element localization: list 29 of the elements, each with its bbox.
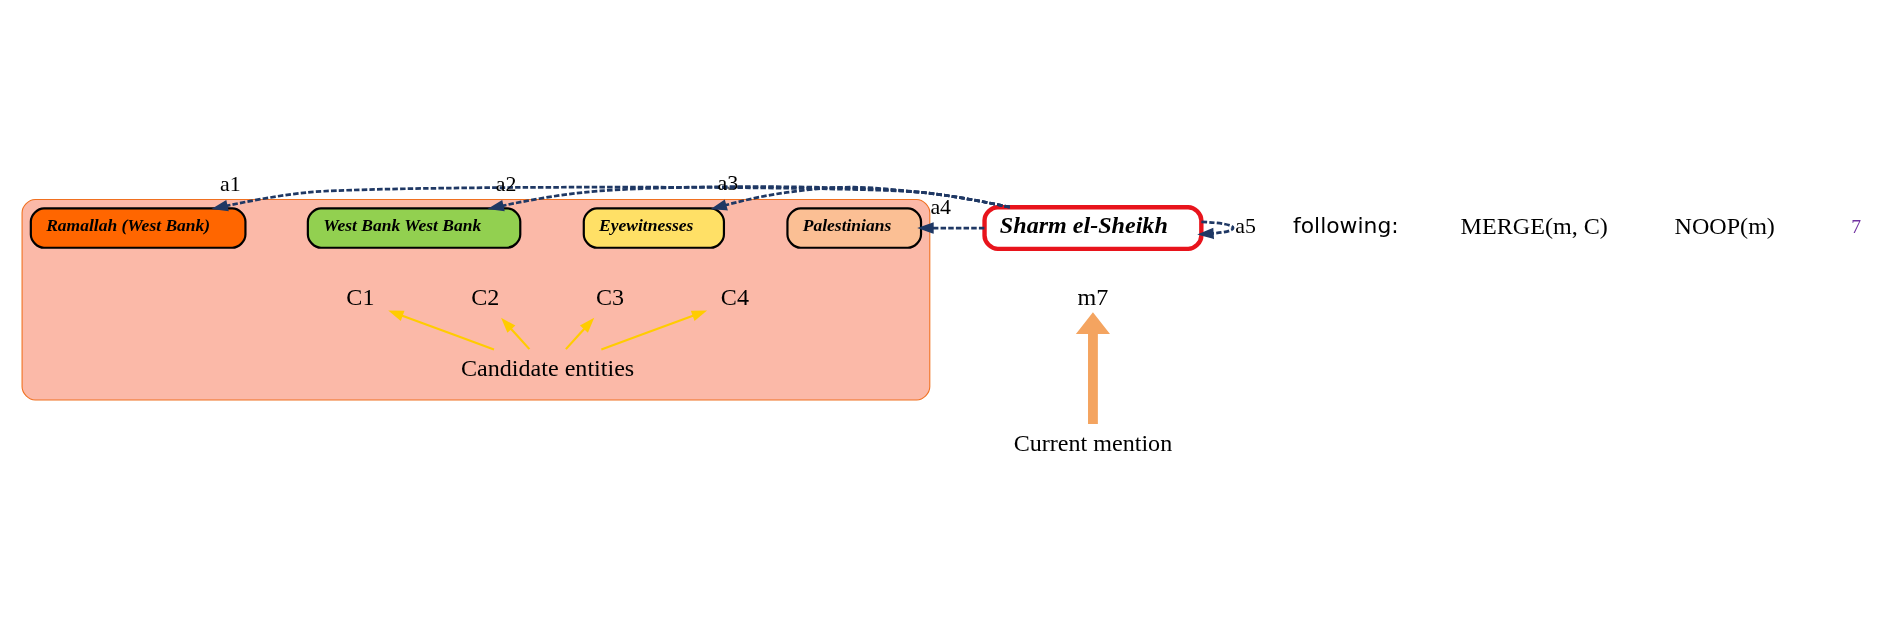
edge-label: a1: [219, 170, 241, 196]
arrow: [710, 185, 1011, 210]
arrow: [211, 185, 1011, 211]
label: MERGE(m, C): [1460, 212, 1608, 239]
node-text: C1: [346, 283, 375, 310]
arrow: [1197, 220, 1235, 239]
node-text: Current mention: [1013, 429, 1173, 456]
arrow: [565, 317, 595, 350]
node-box: West Bank West Bank: [306, 206, 522, 249]
arrow: [600, 310, 708, 350]
label: 7: [1851, 214, 1862, 237]
arrow: [388, 310, 495, 350]
arrow: [917, 221, 985, 234]
edge-label: a4: [930, 193, 952, 219]
edge-label: a5: [1235, 212, 1257, 238]
node-text: C4: [720, 283, 749, 310]
arrow: [487, 184, 1011, 211]
node-box: Sharm el-Sheikh: [982, 204, 1204, 251]
node-text: C3: [596, 283, 625, 310]
arrow: [1075, 311, 1110, 424]
node-text: C2: [471, 283, 500, 310]
node-box: Ramallah (West Bank): [29, 206, 247, 249]
label: following:: [1293, 212, 1399, 238]
node-text: m7: [1077, 283, 1109, 310]
node-text: Candidate entities: [461, 354, 635, 381]
label: NOOP(m): [1674, 212, 1775, 239]
node-box: Eyewitnesses: [582, 206, 726, 249]
arrow: [501, 317, 531, 350]
node-box: Palestinians: [786, 206, 923, 249]
